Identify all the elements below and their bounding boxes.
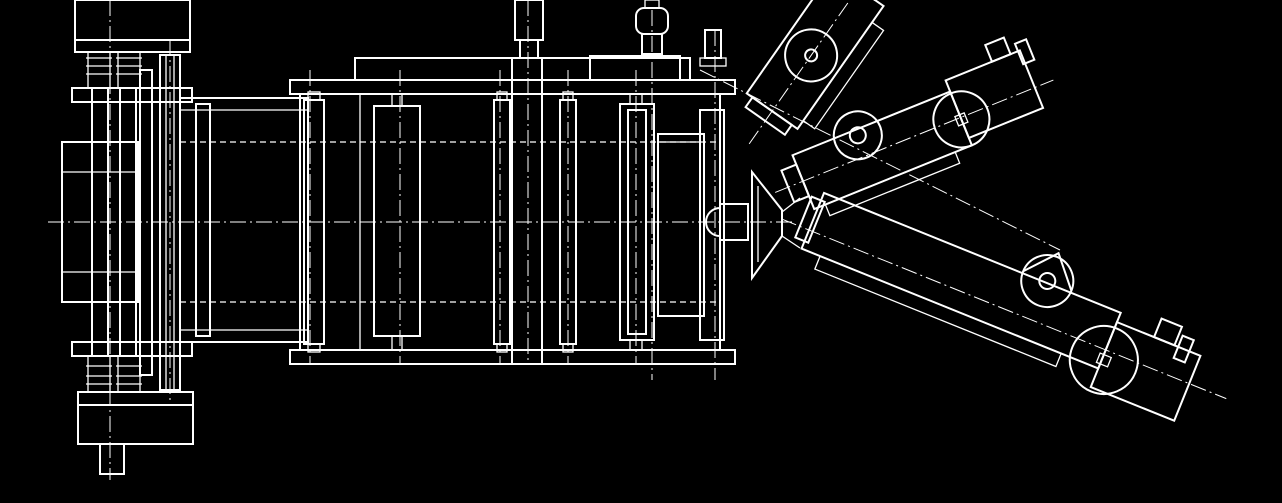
roller-1: [303, 91, 325, 353]
upper-roll-unit: [744, 0, 890, 145]
centerlines: [48, 0, 795, 480]
middle-roll-unit: [775, 36, 1054, 217]
roller-3: [493, 91, 511, 353]
lower-roll-unit: [781, 191, 1227, 423]
left-motor-assembly: [61, 0, 194, 475]
roller-2: [359, 93, 421, 351]
guide-nozzle: [705, 169, 783, 282]
drum-housing: [179, 97, 309, 343]
main-frame: [289, 0, 736, 365]
roller-5: [619, 93, 655, 351]
right-cluster-details: [699, 69, 1061, 251]
roller-4: [559, 91, 577, 353]
